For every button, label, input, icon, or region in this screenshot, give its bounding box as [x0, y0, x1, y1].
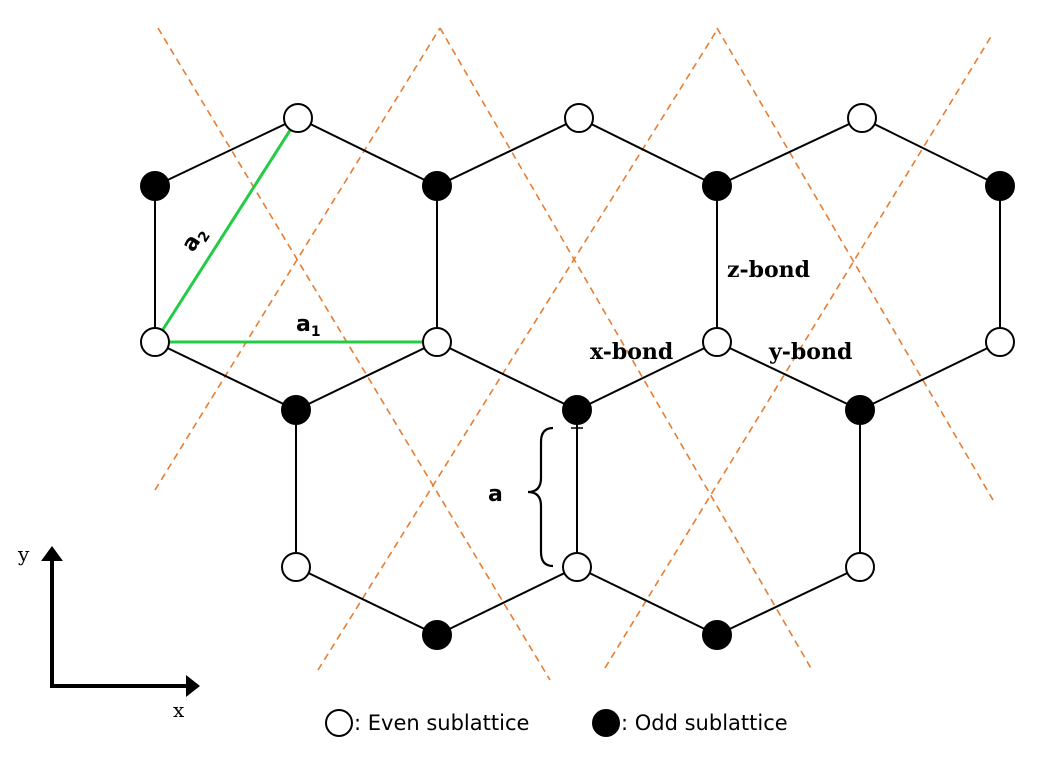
bond [578, 117, 718, 187]
z-bond-label: z-bond [727, 257, 810, 283]
even-site [985, 327, 1015, 357]
lattice-constant-brace [527, 426, 554, 568]
bond [154, 117, 299, 187]
even-site [564, 103, 594, 133]
even-site [702, 327, 732, 357]
bond [154, 341, 297, 411]
legend-odd-marker [592, 709, 620, 737]
bond [436, 117, 580, 187]
x-bond-label: x-bond [590, 339, 673, 365]
even-sites [140, 103, 1015, 582]
coordinate-axes [50, 560, 188, 688]
bond [716, 341, 861, 411]
odd-sites [140, 171, 1015, 650]
even-site [281, 552, 311, 582]
even-site [845, 552, 875, 582]
even-site [422, 327, 452, 357]
dashed-line [604, 34, 993, 669]
bond [716, 117, 863, 187]
bond [859, 341, 1001, 411]
y-axis-arrowhead [41, 546, 63, 561]
legend-even-label: : Even sublattice [354, 711, 529, 735]
dashed-line [154, 27, 441, 491]
dashed-line [439, 27, 813, 671]
odd-site [422, 171, 452, 201]
dashed-guide-lines [154, 27, 994, 681]
bond [436, 566, 578, 636]
dashed-line [317, 29, 718, 671]
lattice-vectors [153, 108, 445, 347]
vector-a2-arrow [153, 108, 305, 343]
odd-site [702, 620, 732, 650]
odd-site [985, 171, 1015, 201]
dashed-line [157, 27, 551, 681]
bond [716, 566, 861, 636]
bond [861, 117, 1001, 187]
legend-odd-label: : Odd sublattice [621, 711, 788, 735]
y-bond-label: y-bond [768, 339, 852, 365]
x-axis-arrowhead [186, 675, 200, 697]
odd-site [845, 395, 875, 425]
odd-site [422, 620, 452, 650]
odd-site [562, 395, 592, 425]
odd-site [702, 171, 732, 201]
bond [297, 117, 438, 187]
vector-a1-subscript: 1 [311, 324, 321, 340]
even-site [847, 103, 877, 133]
bond [436, 341, 578, 411]
vector-a2-label: a2 [177, 222, 214, 258]
lattice-constant-label: a [488, 482, 503, 507]
even-site [283, 103, 313, 133]
legend: : Even sublattice : Odd sublattice [325, 709, 788, 737]
bond [295, 341, 438, 411]
vector-a1-label: a1 [296, 312, 321, 340]
even-site [562, 552, 592, 582]
x-axis-label: x [173, 698, 185, 722]
even-site [140, 327, 170, 357]
bond [295, 566, 438, 636]
legend-even-marker [325, 709, 353, 737]
y-axis-label: y [17, 542, 30, 566]
bond [576, 566, 718, 636]
odd-site [140, 171, 170, 201]
bonds [154, 117, 1001, 636]
bond [576, 341, 718, 411]
odd-site [281, 395, 311, 425]
